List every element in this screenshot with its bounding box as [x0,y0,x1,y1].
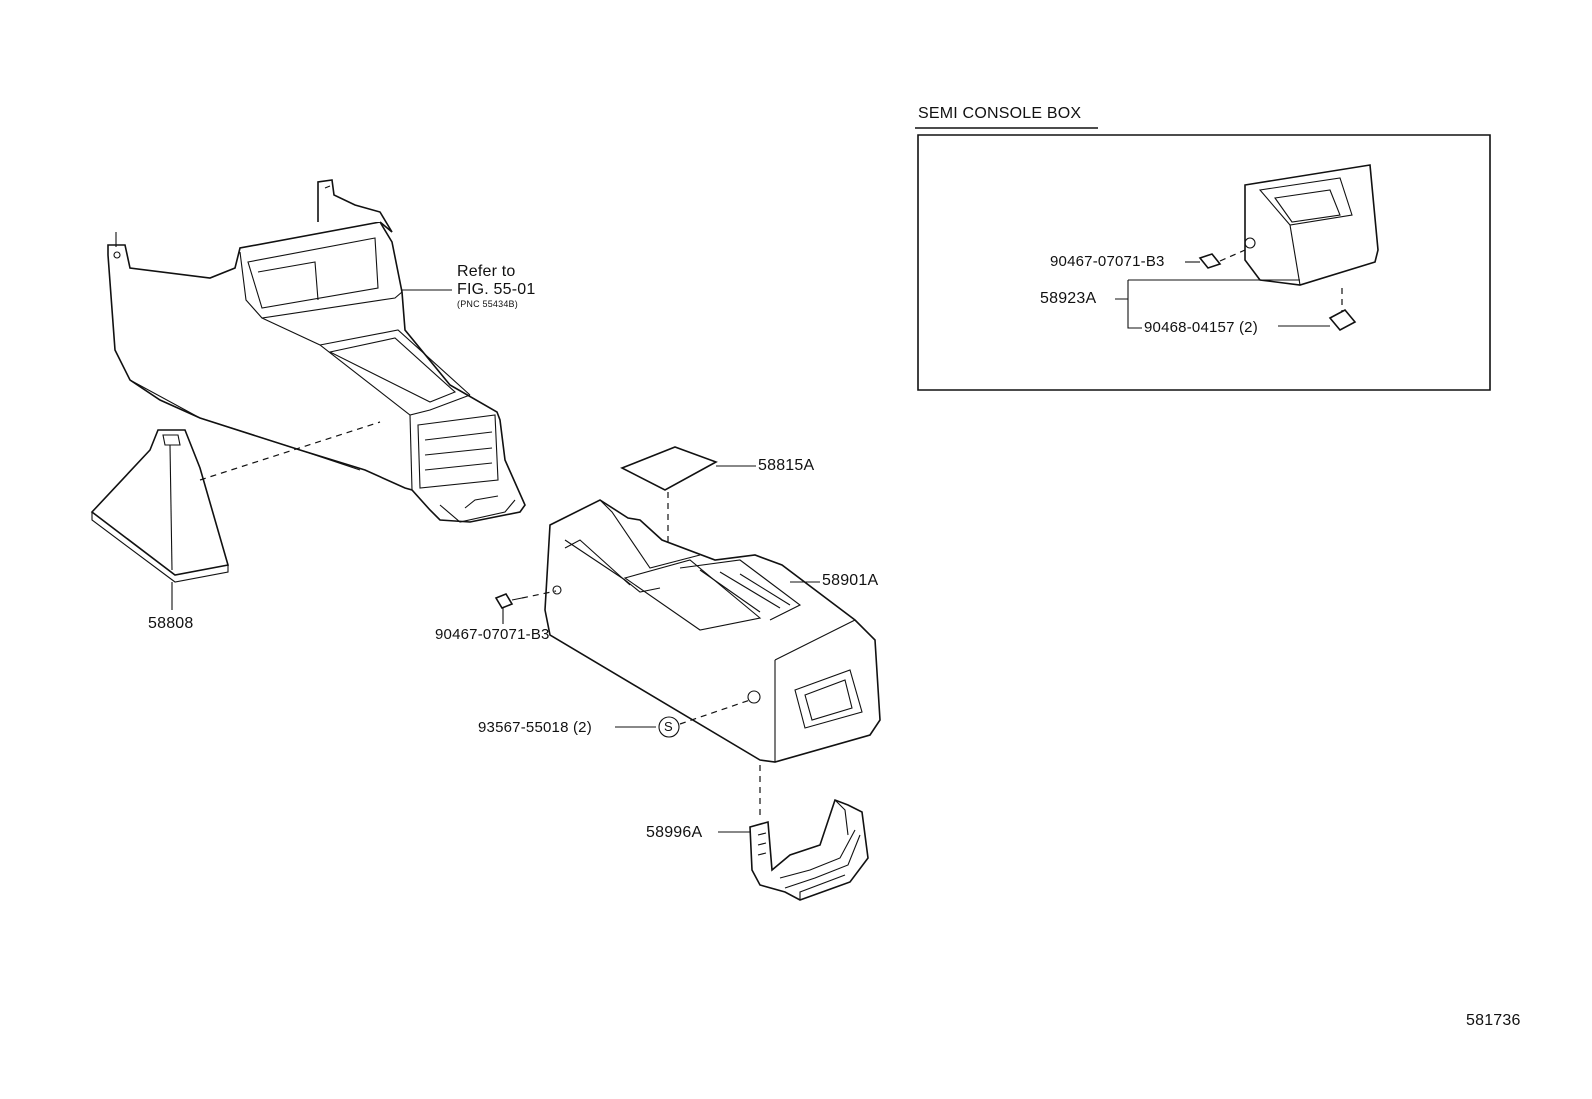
boot-part-number: 58808 [148,615,194,632]
semi-console-clip-part-number: 90468-04157 (2) [1144,319,1258,336]
semi-console-title: SEMI CONSOLE BOX [918,105,1082,122]
console-box-part-number: 58901A [822,572,879,589]
screw-part-number: 93567-55018 (2) [478,719,592,736]
reference-line-3: (PNC 55434B) [457,299,518,309]
bracket-part-number: 58996A [646,824,703,841]
semi-console-bolt-part-number: 90467-07071-B3 [1050,253,1165,270]
console-box-drawing [544,499,881,763]
bolt-drawing [494,593,523,609]
semi-console-box-part-number: 58923A [1040,290,1097,307]
shift-boot-drawing [90,429,230,583]
upper-console-drawing [107,179,526,523]
pad-drawing [620,446,718,491]
figure-id: 581736 [1466,1012,1521,1029]
screw-symbol-letter: S [664,719,673,734]
reference-line-2: FIG. 55-01 [457,281,536,298]
reference-line-1: Refer to [457,263,516,280]
bracket-drawing [749,798,869,901]
screw-symbol-circle [658,716,680,738]
pad-part-number: 58815A [758,457,815,474]
semi-console-inset [915,127,1491,391]
bolt-part-number: 90467-07071-B3 [435,626,550,643]
